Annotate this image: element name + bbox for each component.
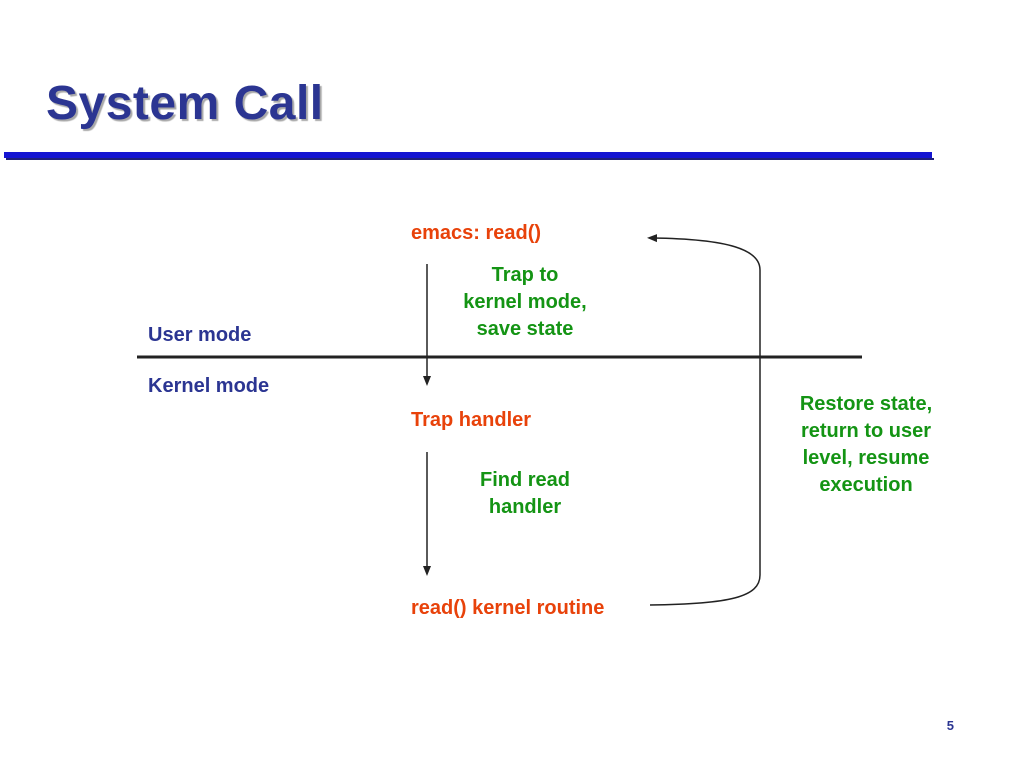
restore-state-line: return to user xyxy=(800,420,932,442)
read-kernel-routine-step: read() kernel routine xyxy=(411,597,605,619)
return-arrow xyxy=(647,234,761,606)
find-read-handler-line: handler xyxy=(488,496,562,518)
restore-state-line: execution xyxy=(819,474,913,496)
trap-to-kernel-line: Trap to xyxy=(491,264,559,286)
trap-handler-step: Trap handler xyxy=(411,409,532,431)
slide-title: System Call xyxy=(46,77,324,130)
emacs-read-step: emacs: read() xyxy=(411,222,542,244)
trap-to-kernel-line: save state xyxy=(476,318,574,340)
find-read-handler-line: Find read xyxy=(479,469,570,491)
user-mode-label: User mode xyxy=(148,324,252,346)
restore-state-note: Restore state, return to user level, res… xyxy=(771,391,961,499)
restore-state-line: Restore state, xyxy=(799,393,933,415)
trap-to-kernel-note: Trap to kernel mode, save state xyxy=(425,262,625,343)
find-read-handler-note: Find read handler xyxy=(425,467,625,521)
title-underline xyxy=(4,152,932,158)
page-number: 5 xyxy=(946,718,954,733)
restore-state-line: level, resume xyxy=(802,447,930,469)
title-underline-shadow xyxy=(6,158,934,160)
trap-to-kernel-line: kernel mode, xyxy=(463,291,587,313)
kernel-mode-label: Kernel mode xyxy=(148,375,270,397)
